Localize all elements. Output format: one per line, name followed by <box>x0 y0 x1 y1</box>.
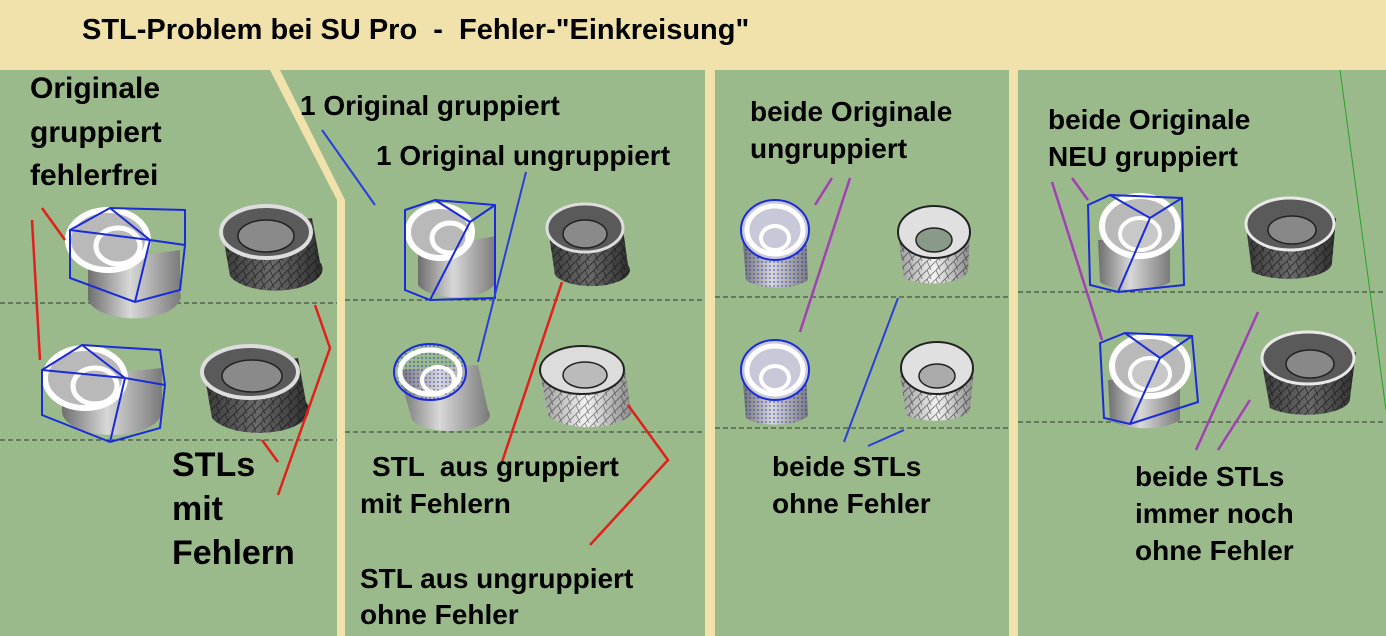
panel2-stl-grouped-line1: STL aus gruppiert <box>372 451 619 482</box>
panel4-heading-line1: beide Originale <box>1048 104 1251 135</box>
stl-mesh-ok-panel4-top <box>1244 196 1336 279</box>
stl-mesh-ok-panel2 <box>539 345 632 428</box>
grouped-original-panel2 <box>404 198 496 302</box>
ground-lines <box>0 291 1386 441</box>
blue-annotation-lines-panel2 <box>321 129 527 363</box>
blue-annotation-lines-panel3 <box>843 297 905 447</box>
panel2-stl-grouped-line2: mit Fehlern <box>360 488 511 519</box>
panel1-footer-line3: Fehlern <box>172 534 295 572</box>
panel1-heading-line1: Originale <box>30 72 161 105</box>
stl-mesh-error-top <box>219 204 323 291</box>
panel1-heading-line3: fehlerfrei <box>30 159 159 192</box>
panel2-label-grouped: 1 Original gruppiert <box>300 90 560 121</box>
panel1-heading-line2: gruppiert <box>30 116 162 149</box>
panel4-footer-line3: ohne Fehler <box>1135 535 1294 566</box>
grouped-original-bottom <box>41 343 167 444</box>
stl-mesh-error-panel2 <box>545 202 630 287</box>
panel3-heading-line2: ungruppiert <box>750 133 908 164</box>
panel4-footer-line2: immer noch <box>1135 498 1294 529</box>
panel2-stl-ungrouped-line1: STL aus ungruppiert <box>360 563 634 594</box>
panel3-heading-line1: beide Originale <box>750 96 953 127</box>
panel3-footer-line1: beide STLs <box>772 451 922 482</box>
ungrouped-original-panel3-top <box>740 199 810 288</box>
title-bar: STL-Problem bei SU Pro - Fehler-"Einkrei… <box>0 0 1386 66</box>
ungrouped-original-panel3-bottom <box>740 339 810 425</box>
stl-mesh-ok-panel3-top <box>897 205 971 284</box>
regrouped-original-panel4-top <box>1086 193 1186 294</box>
green-axis-line <box>1339 69 1386 411</box>
panel3-footer-line2: ohne Fehler <box>772 488 931 519</box>
ungrouped-original-panel2 <box>393 343 490 431</box>
stl-mesh-ok-panel3-bottom <box>900 341 974 421</box>
page-title: STL-Problem bei SU Pro - Fehler-"Einkrei… <box>82 14 750 46</box>
panel2-stl-ungrouped-line2: ohne Fehler <box>360 599 519 630</box>
panel-mixed-grouping <box>280 70 705 636</box>
panel4-heading-line2: NEU gruppiert <box>1048 141 1238 172</box>
grouped-original-top <box>65 206 186 319</box>
panel1-footer-line2: mit <box>172 490 223 528</box>
purple-annotation-lines-panel4 <box>1050 177 1260 451</box>
purple-annotation-lines-panel3 <box>798 177 852 333</box>
panel1-footer-line1: STLs <box>172 446 256 484</box>
panel2-label-ungrouped: 1 Original ungruppiert <box>376 140 671 171</box>
stl-mesh-ok-panel4-bottom <box>1260 330 1356 415</box>
red-annotation-lines-panel1 <box>30 207 332 496</box>
stl-mesh-error-bottom <box>200 344 310 433</box>
panel4-footer-line1: beide STLs <box>1135 461 1285 492</box>
red-annotation-lines-panel2 <box>500 281 670 546</box>
regrouped-original-panel4-bottom <box>1098 331 1200 429</box>
